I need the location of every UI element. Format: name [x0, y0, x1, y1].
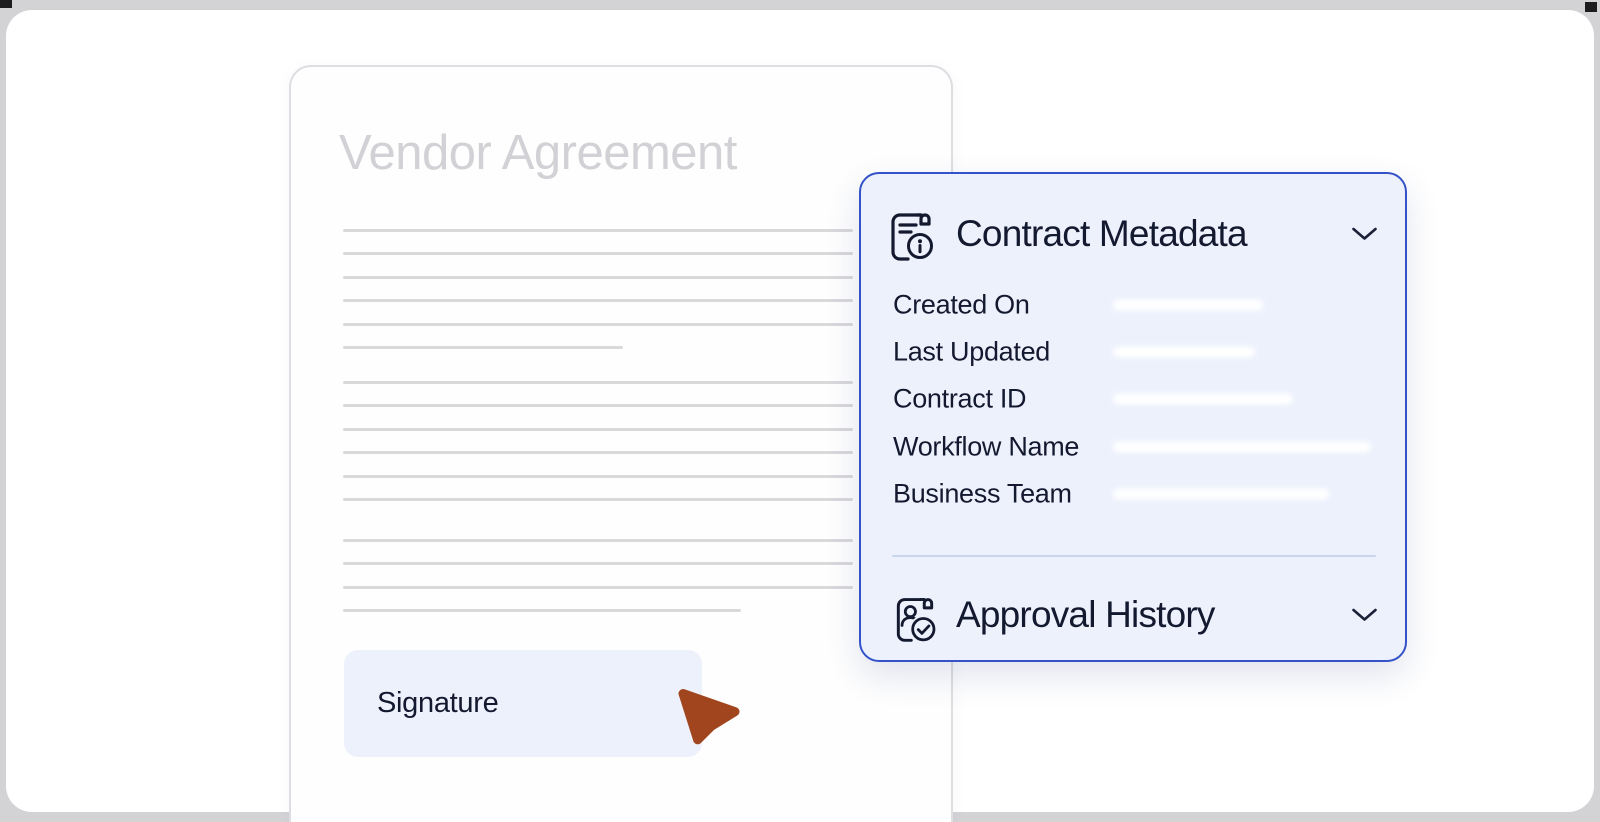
chevron-down-icon[interactable]: [1351, 227, 1378, 242]
signature-label: Signature: [377, 687, 499, 719]
section-title: Contract Metadata: [956, 213, 1248, 254]
corner-artifact-left: [0, 0, 12, 8]
metadata-row: Last Updated: [861, 335, 1405, 369]
field-label: Workflow Name: [893, 431, 1080, 462]
text-placeholder-line: [343, 586, 853, 589]
chevron-down-icon[interactable]: [1351, 608, 1378, 623]
section-header-contract-metadata[interactable]: Contract Metadata: [861, 206, 1405, 262]
document-info-icon: [891, 213, 935, 261]
document-card: Vendor Agreement Signature: [289, 65, 953, 822]
text-placeholder-line: [343, 323, 853, 326]
text-placeholder-line: [343, 299, 853, 302]
section-title: Approval History: [956, 594, 1215, 635]
text-placeholder-line: [343, 381, 853, 384]
text-placeholder-line: [343, 276, 853, 279]
document-user-check-icon: [896, 598, 938, 644]
field-value-placeholder: [1113, 346, 1255, 358]
section-divider: [892, 555, 1376, 557]
app-card: Vendor Agreement Signature: [6, 10, 1594, 822]
text-placeholder-line: [343, 451, 853, 454]
text-placeholder-line: [343, 252, 853, 255]
text-placeholder-line: [343, 229, 853, 232]
pointer-cursor-icon: [678, 689, 740, 745]
text-placeholder-line: [343, 609, 741, 612]
corner-artifact-right: [1585, 2, 1597, 12]
field-value-placeholder: [1113, 441, 1371, 453]
metadata-row: Contract ID: [861, 382, 1405, 416]
text-placeholder-line: [343, 498, 853, 501]
field-label: Last Updated: [893, 336, 1051, 367]
text-placeholder-line: [343, 404, 853, 407]
text-placeholder-line: [343, 562, 853, 565]
text-placeholder-line: [343, 428, 853, 431]
field-label: Created On: [893, 289, 1030, 320]
contract-metadata-panel: Contract Metadata Created On Last Update…: [859, 172, 1407, 662]
text-placeholder-line: [343, 346, 623, 349]
field-label: Contract ID: [893, 383, 1027, 414]
metadata-row: Workflow Name: [861, 430, 1405, 464]
metadata-row: Business Team: [861, 477, 1405, 511]
field-value-placeholder: [1113, 488, 1329, 500]
field-value-placeholder: [1113, 393, 1293, 405]
document-title: Vendor Agreement: [339, 126, 737, 180]
field-value-placeholder: [1113, 299, 1263, 311]
section-header-approval-history[interactable]: Approval History: [861, 587, 1405, 644]
field-label: Business Team: [893, 478, 1072, 509]
signature-field[interactable]: Signature: [344, 650, 702, 757]
text-placeholder-line: [343, 539, 853, 542]
text-placeholder-line: [343, 475, 853, 478]
metadata-row: Created On: [861, 288, 1405, 322]
